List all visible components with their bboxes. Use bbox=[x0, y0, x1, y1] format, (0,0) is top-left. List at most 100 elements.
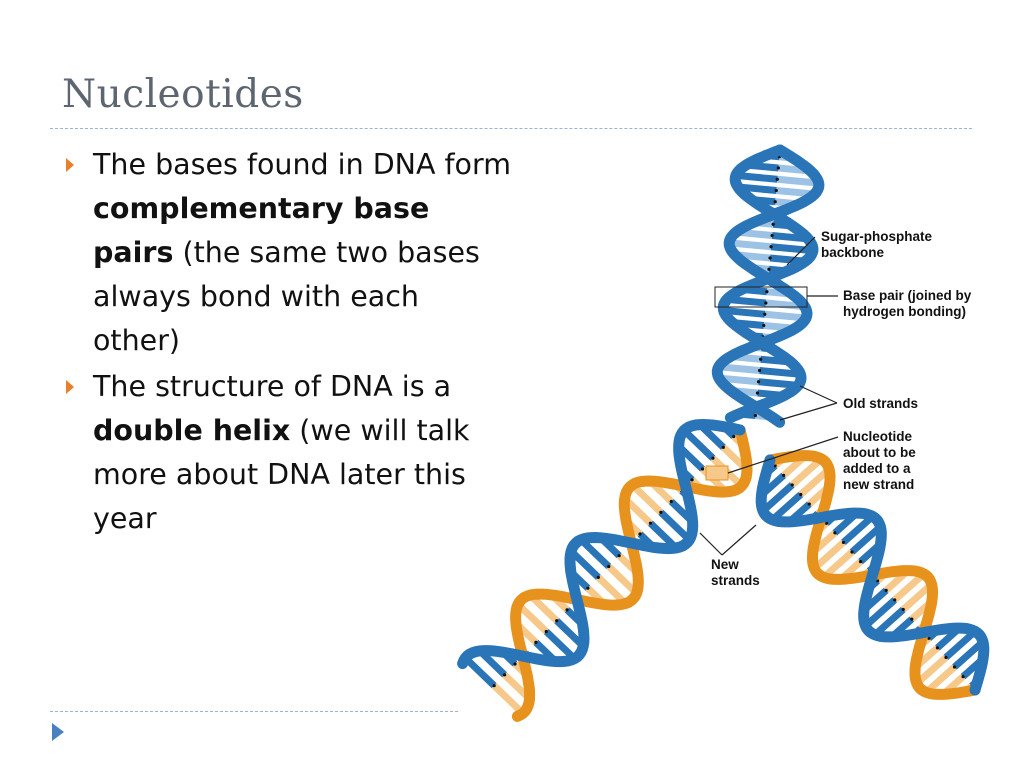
bullet-bold-text: double helix bbox=[93, 414, 291, 447]
bullet-item: The structure of DNA is a double helix (… bbox=[62, 365, 512, 541]
left-daughter-helix-hydrogen-bond bbox=[513, 662, 517, 666]
parent-helix-hydrogen-bond bbox=[775, 177, 779, 181]
left-daughter-helix-hydrogen-bond bbox=[648, 521, 653, 525]
bullet-text: (we will talk more about DNA later this … bbox=[93, 414, 470, 535]
left-daughter-helix-hydrogen-bond bbox=[586, 586, 590, 590]
right-daughter-helix-base bbox=[863, 597, 898, 629]
parent-helix-strand-b bbox=[711, 144, 825, 428]
parent-helix-hydrogen-bond bbox=[759, 357, 763, 361]
right-daughter-helix-hydrogen-bond bbox=[910, 617, 914, 621]
parent-helix-hydrogen-bond bbox=[774, 188, 778, 193]
parent-helix-hydrogen-bond bbox=[753, 413, 758, 418]
right-daughter-helix-base bbox=[760, 482, 795, 514]
left-daughter-helix-hydrogen-bond bbox=[544, 629, 548, 634]
left-daughter-helix-hydrogen-bond bbox=[721, 445, 725, 449]
left-daughter-helix-hydrogen-bond bbox=[638, 532, 642, 536]
right-daughter-helix-hydrogen-bond bbox=[927, 636, 931, 640]
bullet-text: The bases found in DNA form bbox=[93, 148, 511, 181]
right-daughter-helix-base bbox=[914, 654, 949, 687]
left-daughter-helix-hydrogen-bond bbox=[555, 619, 559, 623]
right-daughter-helix-hydrogen-bond bbox=[850, 550, 854, 554]
parent-helix-base bbox=[759, 367, 801, 378]
parent-helix-base bbox=[776, 175, 820, 187]
slide-nav-arrow-icon[interactable] bbox=[52, 723, 64, 741]
left-daughter-helix-base bbox=[491, 683, 526, 716]
footer-divider bbox=[50, 711, 458, 712]
left-daughter-helix-base bbox=[578, 537, 612, 570]
parent-helix-hydrogen-bond bbox=[768, 256, 772, 260]
parent-helix-hydrogen-bond bbox=[765, 290, 769, 294]
parent-helix-hydrogen-bond bbox=[756, 380, 761, 384]
left-daughter-helix-hydrogen-bond bbox=[669, 499, 673, 504]
parent-helix-hydrogen-bond bbox=[755, 391, 760, 395]
right-daughter-helix-hydrogen-bond bbox=[935, 646, 940, 650]
left-daughter-helix-base bbox=[606, 563, 639, 596]
left-daughter-helix-hydrogen-bond bbox=[732, 434, 736, 439]
label-new-strands: New strands bbox=[711, 557, 760, 588]
parent-helix-hydrogen-bond bbox=[776, 166, 780, 170]
right-daughter-helix-hydrogen-bond bbox=[799, 492, 803, 497]
right-daughter-helix-hydrogen-bond bbox=[790, 483, 794, 487]
leader-line-old-strands bbox=[799, 385, 838, 404]
right-daughter-helix-hydrogen-bond bbox=[961, 674, 965, 679]
left-daughter-helix-hydrogen-bond bbox=[534, 640, 538, 644]
right-daughter-helix-hydrogen-bond bbox=[773, 464, 777, 468]
parent-helix-hydrogen-bond bbox=[764, 301, 768, 305]
left-daughter-helix-hydrogen-bond bbox=[607, 564, 611, 569]
parent-helix-base bbox=[723, 306, 766, 318]
parent-helix-hydrogen-bond bbox=[769, 245, 773, 249]
left-daughter-helix-base bbox=[515, 601, 549, 635]
right-daughter-helix-hydrogen-bond bbox=[884, 588, 888, 592]
free-nucleotide bbox=[705, 465, 729, 481]
right-daughter-helix-base bbox=[789, 456, 824, 488]
right-daughter-helix-hydrogen-bond bbox=[807, 502, 811, 506]
right-daughter-helix-hydrogen-bond bbox=[841, 540, 846, 545]
title-divider bbox=[50, 128, 972, 129]
left-daughter-helix-strand-b bbox=[510, 424, 753, 722]
label-nucleotide: Nucleotide about to be added to a new st… bbox=[843, 429, 916, 492]
left-daughter-helix-hydrogen-bond bbox=[617, 554, 621, 558]
leader-line-nucleotide bbox=[727, 436, 839, 474]
right-daughter-helix-hydrogen-bond bbox=[893, 598, 897, 602]
left-daughter-helix-base bbox=[462, 655, 497, 689]
left-daughter-helix-hydrogen-bond bbox=[711, 456, 715, 460]
leader-line-new-strands bbox=[699, 532, 723, 556]
left-daughter-helix-hydrogen-bond bbox=[502, 673, 507, 677]
left-daughter-helix-base bbox=[543, 628, 577, 662]
parent-helix-hydrogen-bond bbox=[771, 222, 775, 226]
left-daughter-helix-base bbox=[629, 482, 664, 515]
right-daughter-helix-hydrogen-bond bbox=[901, 607, 905, 612]
bullet-arrow-icon bbox=[66, 158, 74, 172]
right-daughter-helix-hydrogen-bond bbox=[876, 579, 880, 583]
right-daughter-helix-hydrogen-bond bbox=[782, 473, 786, 477]
bullet-text: (the same two bases always bond with eac… bbox=[93, 236, 480, 357]
label-base-pair: Base pair (joined by hydrogen bonding) bbox=[843, 288, 972, 319]
left-daughter-helix-hydrogen-bond bbox=[700, 467, 705, 471]
left-daughter-helix-hydrogen-bond bbox=[659, 510, 663, 514]
right-daughter-helix-hydrogen-bond bbox=[944, 655, 948, 660]
left-daughter-helix-hydrogen-bond bbox=[565, 608, 569, 612]
right-daughter-helix-base bbox=[943, 628, 978, 661]
left-daughter-helix-base bbox=[658, 509, 692, 543]
parent-helix-hydrogen-bond bbox=[773, 200, 777, 204]
bullet-list: The bases found in DNA form complementar… bbox=[62, 143, 512, 543]
label-backbone: Sugar-phosphate backbone bbox=[821, 229, 933, 260]
parent-helix-base bbox=[764, 310, 807, 322]
slide-title: Nucleotides bbox=[62, 72, 304, 117]
bullet-text: The structure of DNA is a bbox=[93, 370, 452, 403]
parent-helix-base bbox=[718, 363, 760, 374]
left-daughter-helix-hydrogen-bond bbox=[690, 478, 694, 482]
bullet-bold-text: complementary base pairs bbox=[93, 192, 430, 269]
leader-line-new-strands bbox=[721, 524, 757, 556]
right-daughter-helix-hydrogen-bond bbox=[952, 665, 957, 669]
right-daughter-helix-base bbox=[892, 571, 927, 603]
right-daughter-helix-hydrogen-bond bbox=[858, 559, 863, 564]
parent-helix-hydrogen-bond bbox=[762, 323, 766, 328]
leader-line-backbone bbox=[786, 236, 816, 266]
right-daughter-helix-hydrogen-bond bbox=[824, 521, 828, 525]
left-daughter-helix-hydrogen-bond bbox=[596, 575, 600, 579]
parent-helix-hydrogen-bond bbox=[763, 312, 767, 316]
parent-helix-base bbox=[735, 171, 778, 183]
